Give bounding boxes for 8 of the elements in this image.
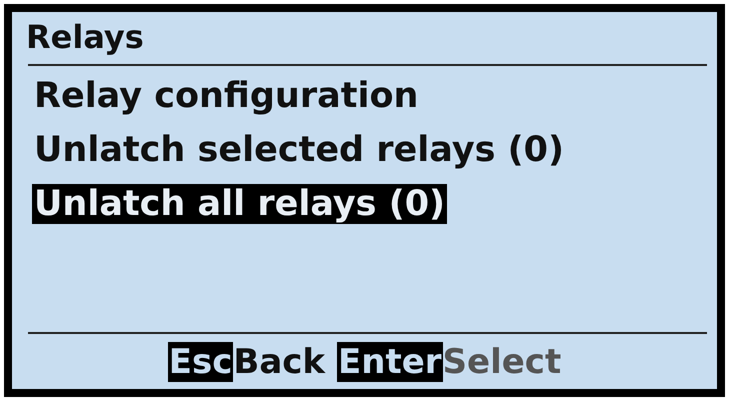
hint-text: Back [233,342,326,382]
selected-menu-item: Unlatch all relays (0) [32,184,448,224]
screen-title: Relays [26,18,144,56]
menu-item: Unlatch selected relays (0) [33,130,566,170]
key-hint: Esc [168,342,234,382]
menu-item: Relay configuration [33,76,420,116]
hint-text: Select [442,342,562,382]
key-hint: Enter [337,342,443,382]
